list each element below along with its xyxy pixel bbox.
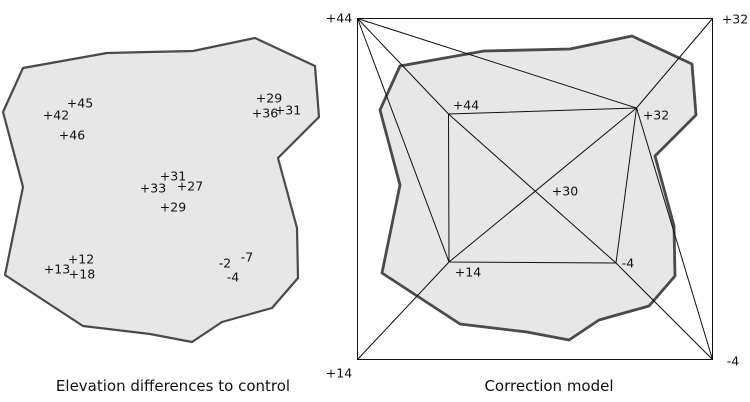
elevation-point-label: +13	[44, 262, 70, 277]
elevation-point-label: -2	[219, 256, 231, 271]
elevation-point-label: +42	[43, 108, 69, 123]
tie-bottomleft-to-14	[357, 261, 450, 360]
tie-bottomright-to-32	[636, 107, 713, 360]
elevation-point-label: +45	[67, 96, 93, 111]
elevation-point-label: +31	[160, 169, 186, 184]
outer-corner-label-top-left: +44	[326, 11, 352, 26]
inner-node-label-bottom-left: +14	[455, 265, 481, 280]
tie-topleft-to-14	[357, 18, 450, 263]
elevation-point-label: -4	[227, 270, 240, 285]
elevation-point-label: +29	[256, 91, 282, 106]
inner-node-label-center: +30	[552, 184, 578, 199]
elevation-point-label: +36	[252, 106, 278, 121]
elevation-point-label: +31	[275, 103, 301, 118]
elevation-point-label: +12	[68, 252, 94, 267]
left-caption: Elevation differences to control	[56, 377, 290, 395]
elevation-point-label: +18	[69, 267, 95, 282]
tie-topleft-to-44	[357, 18, 449, 115]
elevation-point-label: +33	[140, 181, 166, 196]
elevation-point-label: +29	[160, 200, 186, 215]
elevation-point-label: +27	[177, 179, 203, 194]
inner-diagonal-44-to-minus4	[448, 113, 617, 264]
tie-topright-to-32	[636, 18, 713, 109]
inner-node-label-top-left: +44	[453, 98, 479, 113]
inner-diagonal-14-to-32	[448, 107, 637, 263]
right-diagram: +44 +32 +14 -4 +44 +32 +14 -4 +30 Correc…	[326, 11, 748, 396]
outer-corner-label-top-right: +32	[722, 12, 748, 27]
tie-bottomright-to-minus4	[615, 262, 713, 360]
inner-node-label-top-right: +32	[643, 108, 669, 123]
outer-corner-label-bottom-right: -4	[727, 354, 740, 369]
terrain-outline-right	[378, 34, 698, 342]
tie-topleft-to-32	[357, 18, 637, 109]
inner-node-label-bottom-right: -4	[622, 256, 635, 271]
outer-corner-label-bottom-left: +14	[326, 366, 352, 381]
terrain-outline-left	[1, 36, 321, 344]
right-caption: Correction model	[484, 377, 613, 395]
outer-square	[357, 18, 713, 360]
elevation-point-label: -7	[241, 250, 253, 265]
elevation-point-label: +46	[59, 128, 85, 143]
left-diagram: +45 +42 +46 +29 +36 +31 +31 +33 +27 +29 …	[1, 36, 321, 395]
